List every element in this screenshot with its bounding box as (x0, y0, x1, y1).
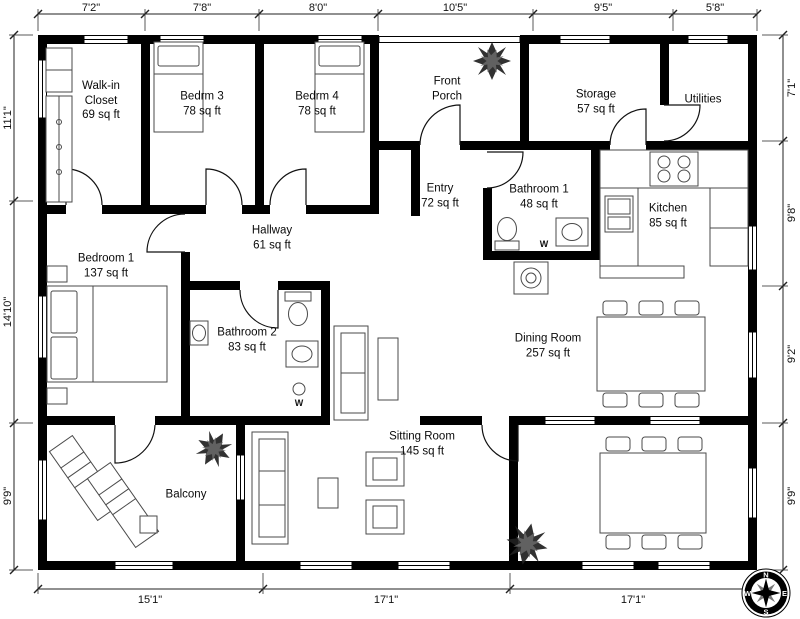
windows-layer (38, 35, 757, 570)
room-label-hallway: Hallway 61 sq ft (252, 223, 292, 252)
room-area: 145 sq ft (399, 445, 445, 457)
room-area: 83 sq ft (228, 341, 266, 353)
room-label-entry: Entry 72 sq ft (421, 181, 459, 210)
room-name: Walk-in Closet (82, 79, 120, 107)
dimension-label-right-3: 9'2" (786, 344, 798, 364)
dimension-lines-layer (9, 9, 788, 594)
room-label-bedrm3: Bedrm 3 78 sq ft (180, 89, 223, 118)
dimension-label-bottom-3: 17'1" (620, 594, 646, 606)
room-name: Dining Room (514, 332, 582, 345)
room-name: Storage (575, 88, 617, 101)
washer-marker: W (540, 239, 549, 249)
dimension-label-top-6: 5'8" (705, 2, 725, 14)
room-label-balcony: Balcony (166, 488, 207, 503)
room-name: Sitting Room (389, 430, 455, 443)
room-label-dining-room: Dining Room 257 sq ft (515, 331, 581, 360)
room-area: 57 sq ft (577, 103, 615, 115)
room-area: 257 sq ft (525, 347, 571, 359)
dimension-label-left-2: 14'10" (2, 296, 14, 328)
room-area: 61 sq ft (253, 239, 291, 251)
room-label-bathroom2: Bathroom 2 83 sq ft (217, 325, 276, 354)
room-label-bedrm4: Bedrm 4 78 sq ft (295, 89, 338, 118)
compass-east-label: E (782, 589, 787, 598)
room-area: 78 sq ft (298, 105, 336, 117)
room-name: Bathroom 2 (217, 326, 277, 339)
plant-icon (473, 42, 511, 80)
room-label-utilities: Utilities (684, 93, 721, 108)
dimension-label-left-1: 11'1" (2, 106, 14, 130)
room-name: Balcony (165, 488, 207, 501)
room-area: 48 sq ft (520, 198, 558, 210)
compass-west-label: W (744, 589, 752, 598)
dimension-label-top-2: 7'8" (192, 2, 212, 14)
dimension-label-top-1: 7'2" (81, 2, 101, 14)
room-label-walk-in-closet: Walk-in Closet 69 sq ft (68, 79, 134, 123)
room-label-bedroom1: Bedroom 1 137 sq ft (78, 251, 134, 280)
room-name: Bedroom 1 (77, 252, 135, 265)
room-area: 85 sq ft (649, 217, 687, 229)
dimension-label-right-4: 9'9" (786, 486, 798, 506)
room-label-storage: Storage 57 sq ft (576, 87, 616, 116)
room-area: 78 sq ft (183, 105, 221, 117)
dimension-label-bottom-1: 15'1" (137, 594, 163, 606)
dimension-label-right-1: 7'1" (786, 78, 798, 98)
room-name: Kitchen (648, 202, 688, 215)
plant-icon (189, 424, 239, 474)
room-name: Bedrm 4 (295, 90, 339, 103)
room-area: 72 sq ft (421, 197, 459, 209)
room-name: Hallway (251, 224, 293, 237)
dimension-label-top-4: 10'5" (442, 2, 468, 14)
room-name: Bedrm 3 (180, 90, 224, 103)
dimension-label-top-3: 8'0" (308, 2, 328, 14)
room-label-bathroom1: Bathroom 1 48 sq ft (509, 182, 568, 211)
dimension-label-top-5: 9'5" (593, 2, 613, 14)
room-label-sitting-room: Sitting Room 145 sq ft (389, 429, 455, 458)
room-name: Bathroom 1 (509, 183, 569, 196)
room-name: Entry (426, 182, 454, 195)
room-label-front-porch: Front Porch (422, 74, 472, 103)
compass-south-label: S (763, 608, 768, 617)
room-area: 69 sq ft (82, 109, 120, 122)
furniture-layer: W W (45, 41, 749, 550)
room-name: Front Porch (431, 75, 463, 102)
dimension-label-left-3: 9'9" (2, 486, 14, 506)
room-name: Utilities (684, 93, 722, 106)
dimension-label-right-2: 9'8" (786, 203, 798, 223)
room-label-kitchen: Kitchen 85 sq ft (649, 201, 687, 230)
shower-marker: W (295, 398, 304, 408)
compass-rose-icon: N E S W (741, 568, 791, 618)
dimension-label-bottom-2: 17'1" (373, 594, 399, 606)
room-area: 137 sq ft (83, 267, 129, 279)
compass-north-label: N (763, 571, 768, 580)
